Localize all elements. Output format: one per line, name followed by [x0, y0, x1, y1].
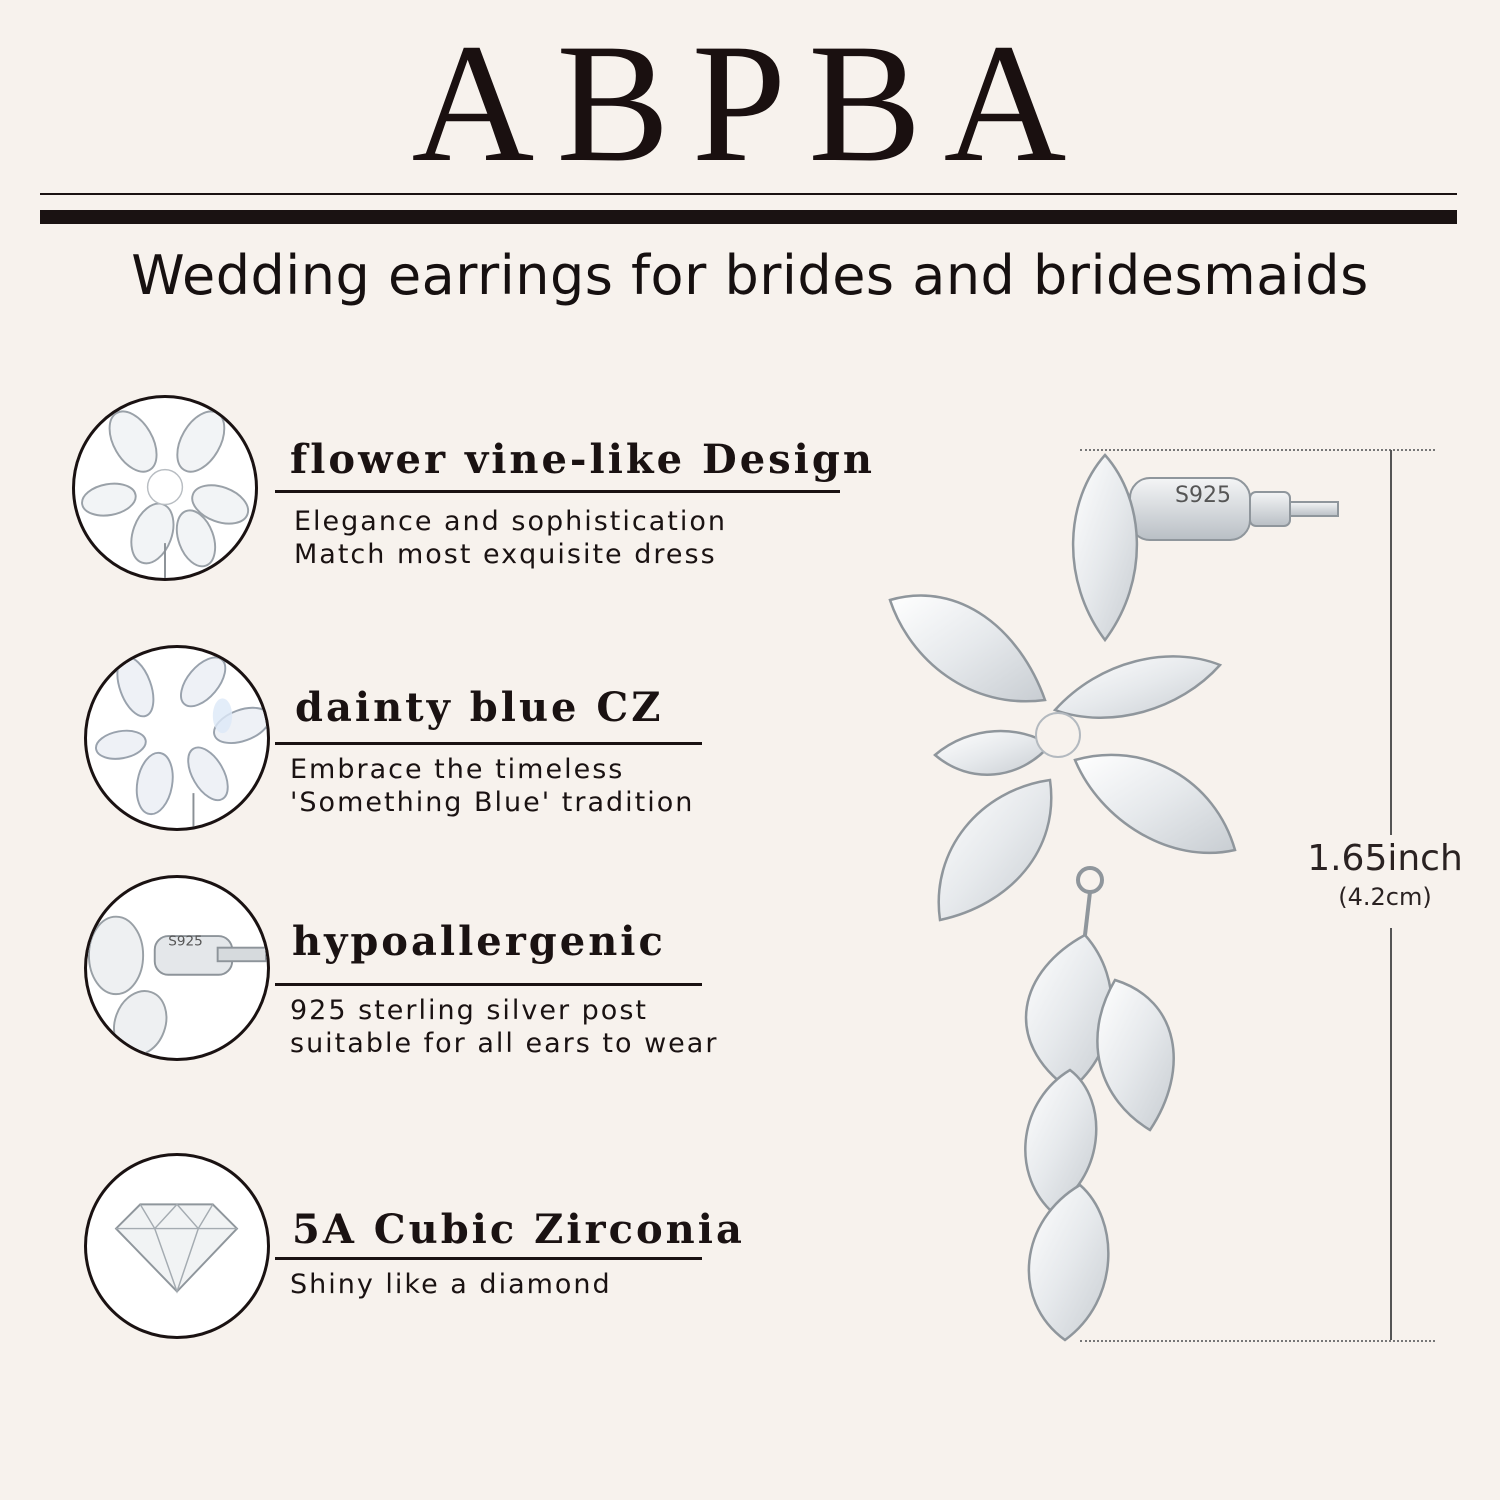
- feature-1-desc-1: Elegance and sophistication: [294, 506, 727, 537]
- feature-1-title: flower vine-like Design: [290, 436, 875, 483]
- feature-4-desc-1: Shiny like a diamond: [290, 1269, 612, 1300]
- feature-1-image: [72, 395, 258, 581]
- measure-bottom-line: [1080, 1340, 1435, 1342]
- feature-3-image: S925: [84, 875, 270, 1061]
- feature-2-image: [84, 645, 270, 831]
- tagline: Wedding earrings for brides and bridesma…: [131, 244, 1369, 307]
- header-rule-thick: [40, 210, 1457, 224]
- feature-4-image: [84, 1153, 270, 1339]
- feature-4-underline: [275, 1257, 702, 1260]
- feature-2-title: dainty blue CZ: [295, 684, 664, 731]
- measure-label: 1.65inch (4.2cm): [1290, 836, 1480, 912]
- feature-3-underline: [275, 983, 702, 986]
- feature-1-underline: [275, 490, 840, 493]
- marquise-stones-icon: [95, 656, 267, 828]
- feature-3-title: hypoallergenic: [292, 918, 666, 965]
- flower-cluster-icon: [81, 410, 250, 578]
- s925-post-icon: S925: [87, 915, 267, 1057]
- feature-3-desc-1: 925 sterling silver post: [290, 995, 648, 1026]
- measure-vertical-lower: [1390, 928, 1392, 1340]
- brand-logo: ABPBA: [411, 9, 1089, 197]
- measure-cm: (4.2cm): [1338, 883, 1432, 911]
- feature-4-title: 5A Cubic Zirconia: [292, 1206, 745, 1253]
- header-rule-thin: [40, 193, 1457, 195]
- feature-3-stamp: S925: [168, 934, 202, 950]
- feature-2-underline: [275, 742, 702, 745]
- round-diamond-icon: [114, 1203, 239, 1294]
- feature-2-desc-1: Embrace the timeless: [290, 754, 625, 785]
- measure-inch: 1.65inch: [1307, 838, 1463, 879]
- measure-top-line: [1080, 449, 1435, 451]
- feature-3-desc-2: suitable for all ears to wear: [290, 1028, 719, 1059]
- feature-2-desc-2: 'Something Blue' tradition: [290, 787, 695, 818]
- measure-vertical-upper: [1390, 450, 1392, 835]
- feature-1-desc-2: Match most exquisite dress: [294, 539, 717, 570]
- earring-product-image: S925: [888, 453, 1339, 1342]
- earring-stamp: S925: [1175, 483, 1231, 508]
